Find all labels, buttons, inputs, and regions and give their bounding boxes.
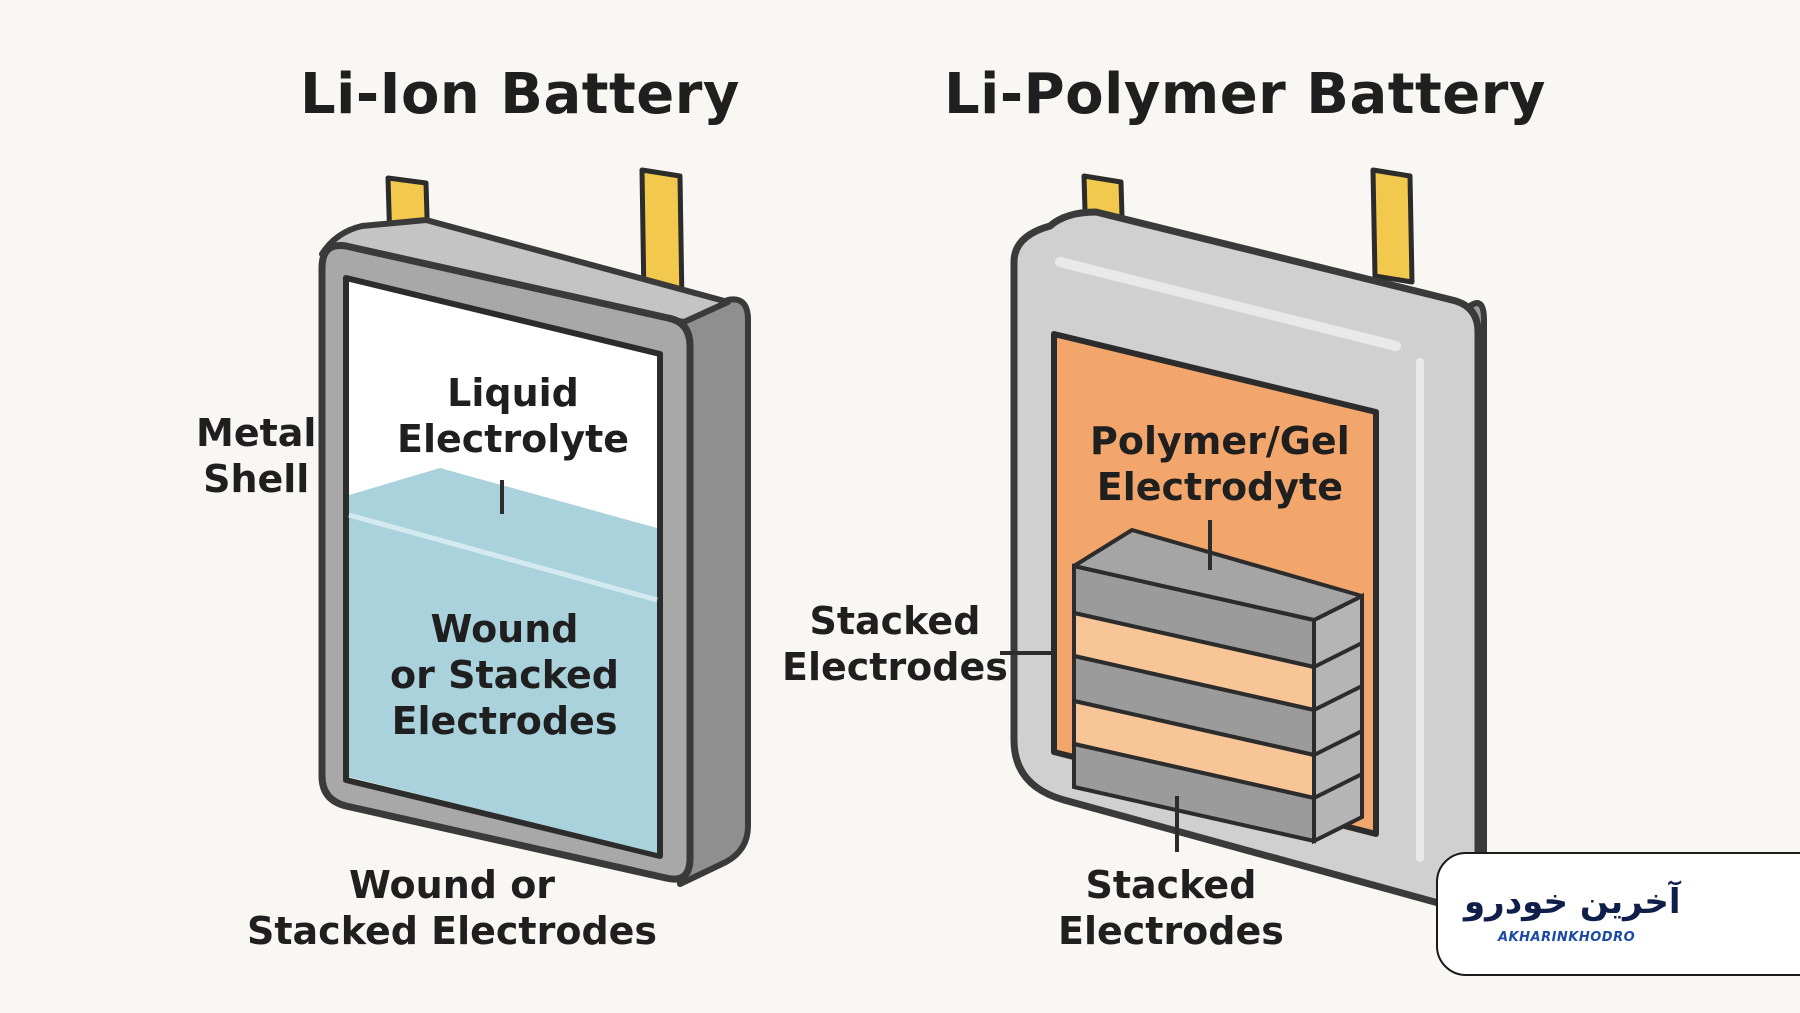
electrode-side-line-1 — [1313, 641, 1363, 669]
electrode-stack-side — [1312, 592, 1364, 845]
wound-stacked-bottom-line-1: Wound or — [348, 863, 556, 907]
metal-shell-label: Metal Shell — [196, 410, 316, 502]
stacked-electrodes-bottom-label: Stacked Electrodes — [1058, 862, 1284, 954]
li-ion-title: Li-Ion Battery — [300, 62, 740, 127]
polymer-gel-label-line-2: Electrodyte — [1096, 465, 1343, 509]
electrode-side-line-2 — [1313, 684, 1363, 712]
wound-stacked-electrodes-bottom-label: Wound or Stacked Electrodes — [247, 862, 657, 954]
li-ion-battery — [318, 167, 751, 887]
li-ion-shell-side — [677, 296, 751, 887]
wound-stacked-inner-line-3: Electrodes — [391, 699, 618, 743]
wound-stacked-inner-line-1: Wound — [430, 607, 579, 651]
li-polymer-title: Li-Polymer Battery — [944, 62, 1546, 127]
li-ion-liquid-surface — [348, 512, 658, 603]
stacked-electrodes-side-label: Stacked Electrodes — [782, 598, 1008, 690]
stacked-bottom-label-line-2: Electrodes — [1058, 909, 1284, 953]
stacked-side-label-line-1: Stacked — [809, 599, 981, 643]
li-ion-liquid-electrolyte — [349, 468, 657, 853]
li-polymer-pouch-highlight — [1055, 257, 1401, 351]
electrode-stack-top — [1072, 528, 1364, 622]
polymer-gel-electrolyte-label: Polymer/Gel Electrodyte — [1090, 418, 1350, 510]
polymer-gel-label-line-1: Polymer/Gel — [1090, 419, 1350, 463]
stacked-side-label-line-2: Electrodes — [782, 645, 1008, 689]
watermark-brand-persian: آخرین خودرو — [1464, 882, 1681, 922]
liquid-electrolyte-label-line-1: Liquid — [447, 371, 579, 415]
liquid-electrolyte-label-line-2: Electrolyte — [397, 417, 630, 461]
stacked-bottom-label-line-1: Stacked — [1085, 863, 1257, 907]
wound-stacked-inner-line-2: or Stacked — [390, 653, 620, 697]
electrode-side-line-4 — [1313, 772, 1363, 800]
liquid-electrolyte-label: Liquid Electrolyte — [397, 370, 629, 462]
li-polymer-battery — [1000, 167, 1487, 908]
electrode-stack — [1072, 528, 1364, 845]
watermark-brand-english: AKHARINKHODRO — [1498, 930, 1636, 945]
watermark-logo-frame — [1436, 852, 1800, 976]
metal-shell-label-line-1: Metal — [196, 411, 317, 455]
wound-stacked-electrodes-inner-label: Wound or Stacked Electrodes — [390, 606, 619, 744]
wound-stacked-bottom-line-2: Stacked Electrodes — [247, 909, 658, 953]
li-polymer-terminal-right — [1370, 167, 1415, 285]
electrode-side-line-3 — [1313, 729, 1363, 757]
metal-shell-label-line-2: Shell — [203, 457, 310, 501]
